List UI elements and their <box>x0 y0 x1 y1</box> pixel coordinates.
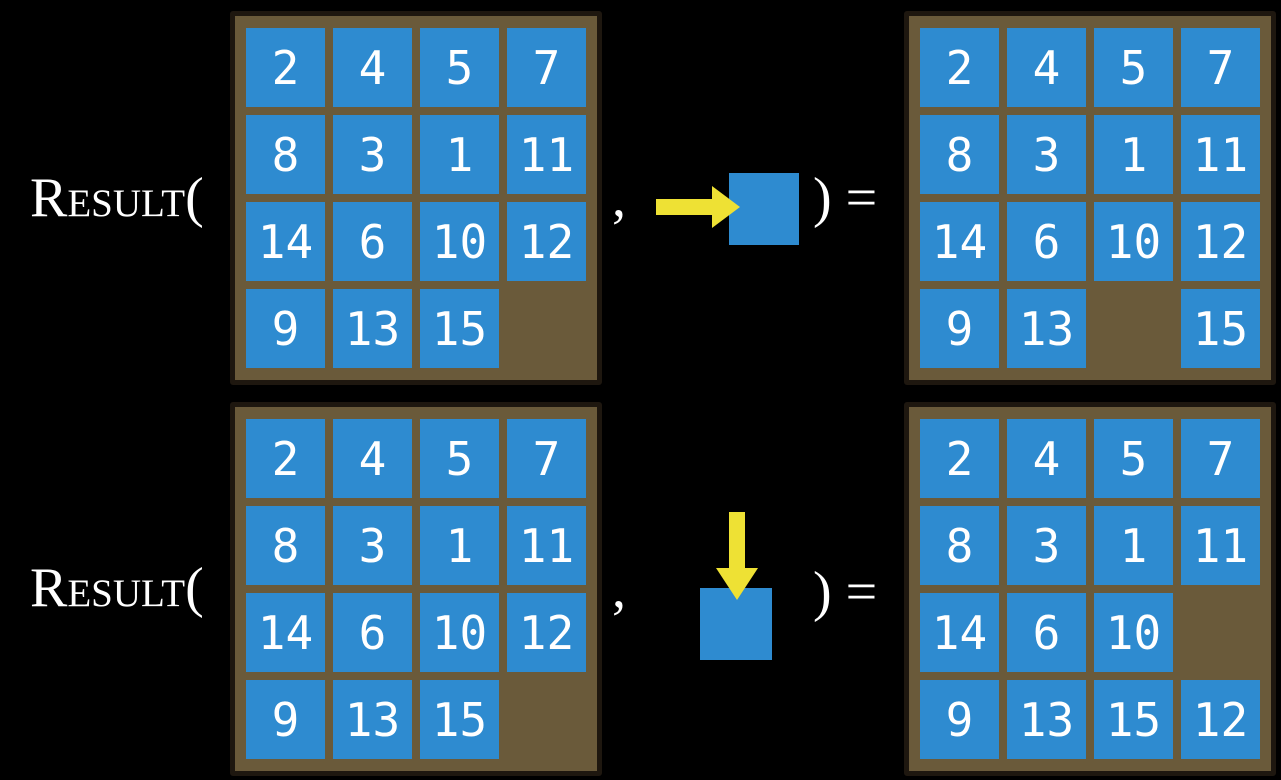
tile-8: 8 <box>920 506 999 585</box>
tile-3: 3 <box>1007 115 1086 194</box>
tile-3: 3 <box>1007 506 1086 585</box>
close-paren-equals-2: ) = <box>813 561 878 623</box>
tile-5: 5 <box>420 28 499 107</box>
tile-15: 15 <box>420 289 499 368</box>
tile-15: 15 <box>1181 289 1260 368</box>
tile-12: 12 <box>1181 202 1260 281</box>
tile-13: 13 <box>333 289 412 368</box>
tile-9: 9 <box>246 289 325 368</box>
tile-8: 8 <box>246 115 325 194</box>
comma-separator-2: , <box>612 558 626 620</box>
tile-1: 1 <box>420 115 499 194</box>
comma-separator-1: , <box>612 167 626 229</box>
tile-10: 10 <box>1094 202 1173 281</box>
arrow-right-icon <box>656 186 740 228</box>
arrow-down-icon <box>716 512 758 600</box>
tile-15: 15 <box>1094 680 1173 759</box>
tile-10: 10 <box>420 202 499 281</box>
tile-11: 11 <box>507 115 586 194</box>
empty-cell <box>507 289 586 368</box>
blank-tile-square-1 <box>729 173 799 245</box>
tile-7: 7 <box>507 419 586 498</box>
tile-5: 5 <box>1094 419 1173 498</box>
tile-4: 4 <box>333 419 412 498</box>
tile-14: 14 <box>246 593 325 672</box>
tile-5: 5 <box>420 419 499 498</box>
tile-9: 9 <box>246 680 325 759</box>
tile-12: 12 <box>507 202 586 281</box>
tile-2: 2 <box>246 28 325 107</box>
tile-10: 10 <box>1094 593 1173 672</box>
tile-2: 2 <box>920 28 999 107</box>
tile-2: 2 <box>246 419 325 498</box>
empty-cell <box>507 680 586 759</box>
tile-6: 6 <box>1007 202 1086 281</box>
tile-3: 3 <box>333 506 412 585</box>
tile-12: 12 <box>1181 680 1260 759</box>
tile-1: 1 <box>1094 506 1173 585</box>
tile-9: 9 <box>920 680 999 759</box>
tile-1: 1 <box>420 506 499 585</box>
tile-13: 13 <box>1007 289 1086 368</box>
tile-3: 3 <box>333 115 412 194</box>
tile-8: 8 <box>246 506 325 585</box>
tile-4: 4 <box>1007 419 1086 498</box>
tile-14: 14 <box>246 202 325 281</box>
tile-2: 2 <box>920 419 999 498</box>
tile-1: 1 <box>1094 115 1173 194</box>
tile-11: 11 <box>1181 506 1260 585</box>
blank-tile-square-2 <box>700 588 772 660</box>
tile-6: 6 <box>333 202 412 281</box>
tile-14: 14 <box>920 593 999 672</box>
close-paren-equals-1: ) = <box>813 167 878 229</box>
result-function-label-2: Result( <box>30 557 204 619</box>
tile-11: 11 <box>1181 115 1260 194</box>
tile-11: 11 <box>507 506 586 585</box>
tile-5: 5 <box>1094 28 1173 107</box>
tile-13: 13 <box>333 680 412 759</box>
tile-7: 7 <box>1181 28 1260 107</box>
tile-7: 7 <box>1181 419 1260 498</box>
tile-13: 13 <box>1007 680 1086 759</box>
tile-7: 7 <box>507 28 586 107</box>
empty-cell <box>1094 289 1173 368</box>
tile-4: 4 <box>1007 28 1086 107</box>
tile-10: 10 <box>420 593 499 672</box>
tile-6: 6 <box>1007 593 1086 672</box>
tile-6: 6 <box>333 593 412 672</box>
tile-4: 4 <box>333 28 412 107</box>
tile-8: 8 <box>920 115 999 194</box>
tile-12: 12 <box>507 593 586 672</box>
empty-cell <box>1181 593 1260 672</box>
tile-9: 9 <box>920 289 999 368</box>
result-function-label-1: Result( <box>30 167 204 229</box>
tile-14: 14 <box>920 202 999 281</box>
tile-15: 15 <box>420 680 499 759</box>
